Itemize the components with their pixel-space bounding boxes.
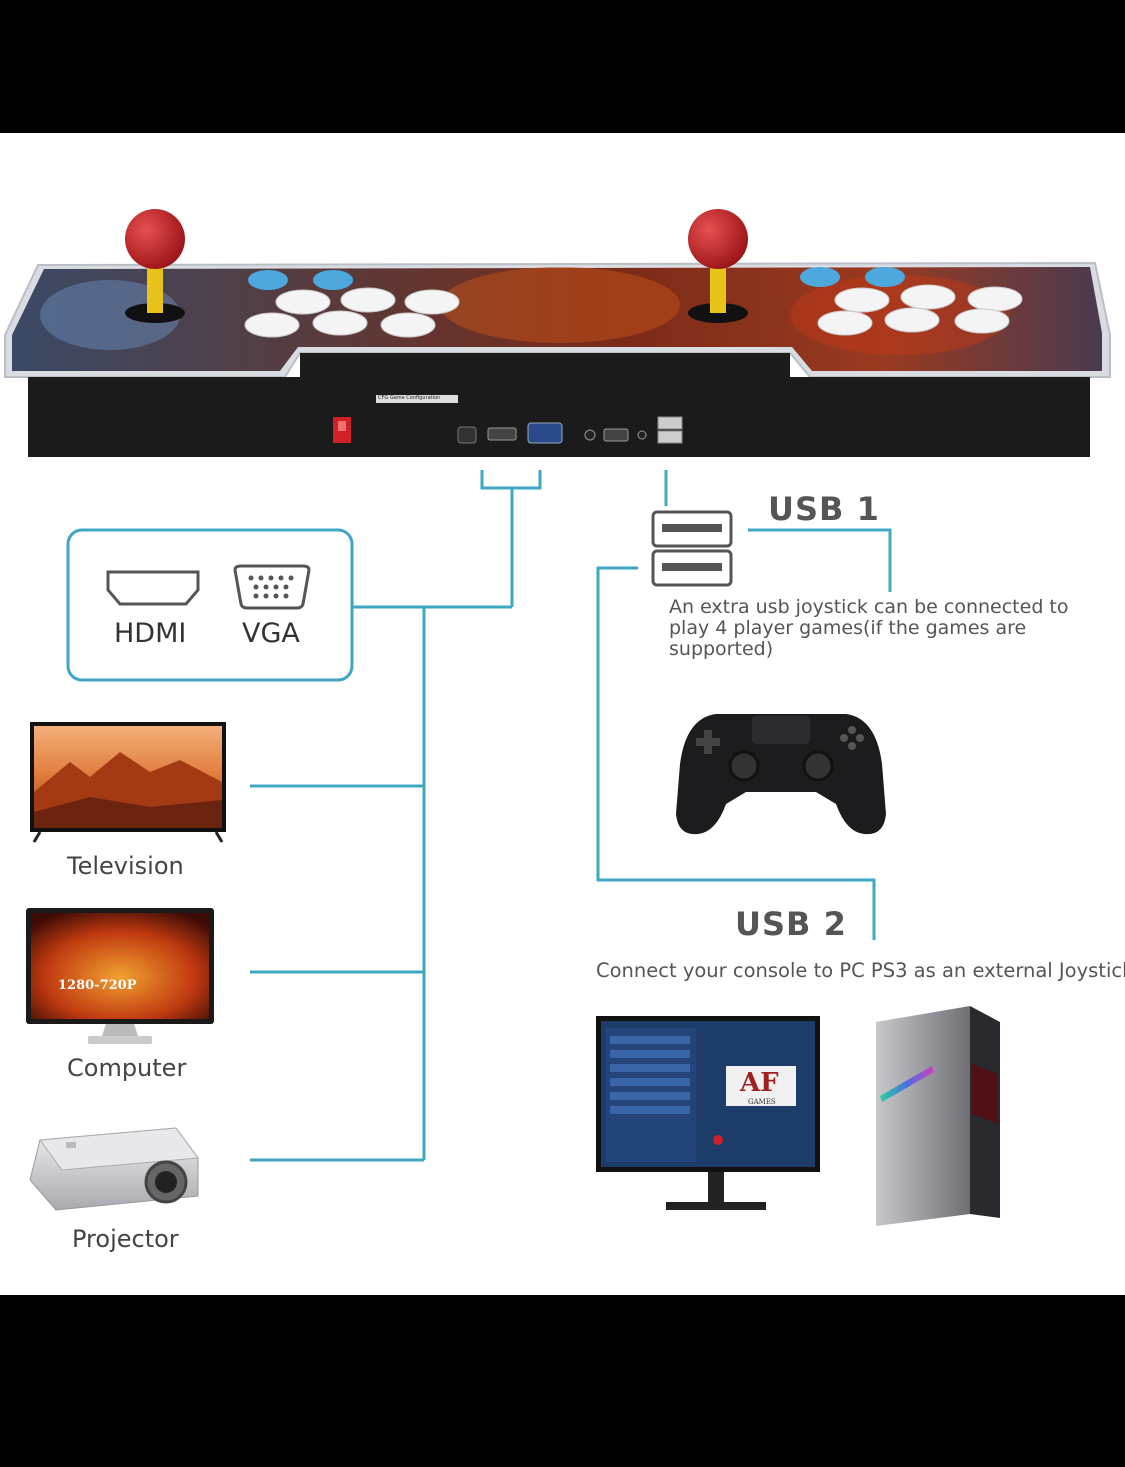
cfg-label: CFG Game Configuration — [378, 395, 441, 401]
arcade-console — [4, 209, 1111, 457]
vga-label: VGA — [242, 618, 300, 649]
computer-screen-text: 1280-720P — [58, 978, 137, 993]
vga-port-icon — [233, 564, 311, 610]
monitor-logo: AF — [740, 1068, 779, 1098]
computer-label: Computer — [67, 1054, 187, 1082]
usb-port-icon — [651, 510, 733, 587]
monitor-logo-sub: GAMES — [748, 1098, 776, 1106]
television-label: Television — [67, 852, 184, 880]
usb1-title: USB 1 — [768, 490, 880, 528]
computer-monitor-icon — [26, 908, 214, 1044]
usb2-title: USB 2 — [735, 905, 847, 943]
pc-monitor-icon — [596, 1016, 820, 1210]
projector-label: Projector — [72, 1225, 179, 1253]
hdmi-port-icon — [106, 570, 200, 606]
projector-icon — [29, 1127, 199, 1211]
usb1-description: An extra usb joystick can be connected t… — [669, 596, 1069, 660]
hdmi-label: HDMI — [114, 618, 187, 649]
usb2-description: Connect your console to PC PS3 as an ext… — [596, 959, 1125, 982]
pc-tower-icon — [876, 1006, 1000, 1226]
television-icon — [30, 722, 226, 843]
gamepad-icon — [676, 714, 886, 835]
